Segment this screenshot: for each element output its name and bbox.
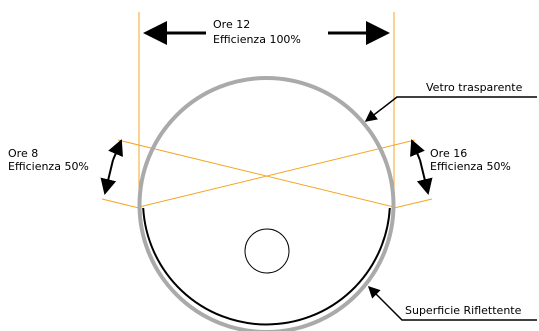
reflective-callout-line [367,285,537,321]
afternoon-efficiency-label: Efficienza 50% [430,160,511,173]
morning-efficiency-label: Efficienza 50% [8,160,89,173]
reflective-label: Superficie Riflettente [405,304,522,317]
left-arrow-down [100,159,117,195]
noon-hour-label: Ore 12 [213,18,250,31]
morning-hour-label: Ore 8 [8,147,38,160]
morning-ray-lower [101,198,140,209]
morning-ray-upper [117,139,395,208]
afternoon-ray-lower [393,198,433,209]
right-arrow-down [416,159,433,195]
afternoon-hour-label: Ore 16 [430,147,467,160]
glass-label: Vetro trasparente [426,81,523,94]
right-arrow [410,139,425,161]
glass-callout-line [364,96,537,122]
afternoon-ray-upper [138,139,416,208]
left-arrow [108,139,123,161]
glass-tube [137,76,396,331]
noon-efficiency-label: Efficienza 100% [213,33,301,46]
absorber-tube [244,228,290,274]
reflective-surface [142,207,391,326]
